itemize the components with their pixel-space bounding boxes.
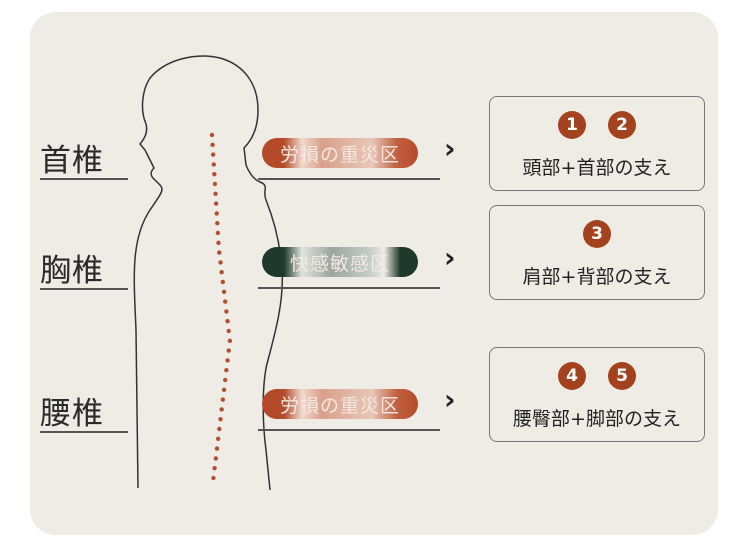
spine-dot <box>209 132 215 138</box>
spine-dot <box>222 299 228 304</box>
spine-dot <box>217 426 222 432</box>
spine-dot <box>215 221 220 226</box>
spine-dot <box>213 201 219 206</box>
zone-pill: 快感敏感区 <box>262 247 418 277</box>
spine-dot <box>225 358 230 363</box>
spine-dot <box>215 230 221 236</box>
spine-dot <box>221 289 227 294</box>
spine-dot <box>226 328 231 334</box>
chevron-right-icon: › <box>444 241 456 274</box>
spine-dot <box>212 466 217 471</box>
number-badge: 4 <box>558 362 586 390</box>
spine-dot <box>213 191 218 196</box>
spine-dot <box>218 417 223 422</box>
number-badge: 1 <box>558 111 586 139</box>
label-underline <box>40 288 128 290</box>
support-text: 腰臀部+脚部の支え <box>513 408 681 430</box>
spine-dot <box>226 348 231 353</box>
zone-pill-text: 快感敏感区 <box>289 252 390 275</box>
spine-dot <box>219 270 224 275</box>
chevron-right-icon: › <box>444 132 456 165</box>
label-underline <box>40 431 128 433</box>
zone-pill: 労損の重災区 <box>262 389 418 419</box>
spine-dot <box>214 446 220 451</box>
vertebra-label: 胸椎 <box>40 253 104 289</box>
spine-dot <box>212 181 218 187</box>
number-badge: 3 <box>583 220 611 248</box>
spine-dot <box>220 279 226 285</box>
spine-dot <box>211 162 216 167</box>
spine-dot <box>215 436 221 441</box>
chevron-right-icon: › <box>444 383 456 416</box>
support-text: 肩部+背部の支え <box>522 266 672 288</box>
spine-dot <box>218 260 223 265</box>
spine-dot <box>217 250 222 255</box>
silhouette-outline <box>133 55 284 491</box>
number-badge: 2 <box>608 111 636 139</box>
spine-dot <box>219 407 224 412</box>
spine-dot <box>212 172 217 177</box>
vertebra-label: 腰椎 <box>40 396 104 432</box>
number-badge: 5 <box>608 362 636 390</box>
spine-dot <box>210 152 216 157</box>
spine-dot <box>223 377 228 383</box>
spine-dot <box>210 142 215 147</box>
zone-pill-text: 労損の重災区 <box>279 143 400 166</box>
spine-dot <box>220 397 226 402</box>
label-underline <box>40 178 128 180</box>
vertebra-label: 首椎 <box>40 143 104 179</box>
support-text: 頭部+首部の支え <box>522 157 672 179</box>
spine-dot <box>224 309 229 314</box>
pill-underline <box>258 287 440 289</box>
spine-dot <box>214 211 219 216</box>
pill-underline <box>258 429 440 431</box>
spine-dot <box>213 456 218 461</box>
zone-pill: 労損の重災区 <box>262 138 418 168</box>
spine-dot <box>221 387 227 392</box>
spine-dot <box>211 475 216 481</box>
spine-dots <box>209 132 233 481</box>
spine-dot <box>225 319 230 324</box>
pill-underline <box>258 178 440 180</box>
zone-pill-text: 労損の重災区 <box>279 394 400 417</box>
support-box: 3 肩部+背部の支え <box>489 205 705 300</box>
spine-dot <box>224 368 229 373</box>
spine-dot <box>227 338 233 343</box>
spine-dot <box>216 240 221 245</box>
